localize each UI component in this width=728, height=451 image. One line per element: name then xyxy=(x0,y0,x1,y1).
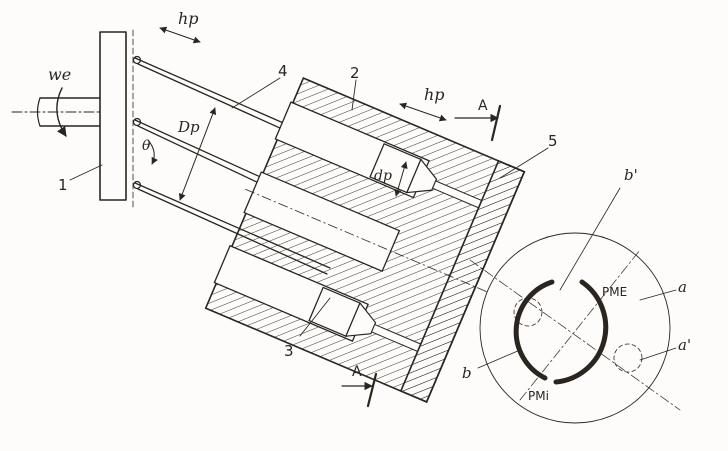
hp-right-label: hp xyxy=(424,85,445,104)
dimension-hp-right xyxy=(399,102,447,122)
section-a-bottom-label: A xyxy=(352,364,362,380)
b-prime-label: b' xyxy=(624,166,638,184)
angle-theta xyxy=(147,139,158,165)
section-a-top-label: A xyxy=(478,98,488,114)
part-4-label: 4 xyxy=(278,62,288,80)
theta-label: θ xyxy=(142,138,151,154)
Dp-label: Dp xyxy=(177,118,200,136)
section-view xyxy=(469,187,681,424)
drive-shaft xyxy=(11,97,101,127)
dp-label: dp xyxy=(374,168,392,184)
part-5-label: 5 xyxy=(548,132,558,150)
a-prime-label: a' xyxy=(678,336,691,354)
pmi-label: PMi xyxy=(528,389,549,403)
swash-plate xyxy=(99,29,134,211)
omega-label: we xyxy=(48,65,71,84)
piston-rods xyxy=(132,55,346,275)
rotation-arrow-icon xyxy=(56,87,67,137)
dimension-dp xyxy=(394,161,408,197)
hp-top-label: hp xyxy=(178,9,199,28)
pme-label: PME xyxy=(602,285,627,299)
a-label: a xyxy=(678,278,687,296)
leader-lines xyxy=(69,77,549,337)
section-marker-top xyxy=(454,104,502,142)
cylinder-block xyxy=(204,77,526,403)
dimension-Dp xyxy=(178,107,217,201)
b-label: b xyxy=(462,364,472,382)
dimension-hp-top xyxy=(159,26,201,44)
part-1-label: 1 xyxy=(58,176,68,194)
part-3-label: 3 xyxy=(284,342,294,360)
part-2-label: 2 xyxy=(350,64,360,82)
section-marker-bottom xyxy=(341,372,378,408)
